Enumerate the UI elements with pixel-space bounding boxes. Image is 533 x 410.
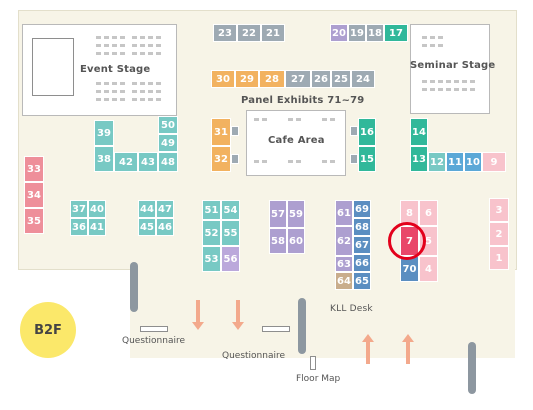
- booth-2[interactable]: 2: [489, 222, 509, 246]
- cafe-area-label: Cafe Area: [268, 135, 325, 146]
- booth-22[interactable]: 22: [237, 24, 261, 42]
- booth-38[interactable]: 38: [94, 146, 114, 172]
- booth-12[interactable]: 12: [428, 152, 446, 172]
- booth-18[interactable]: 18: [366, 24, 384, 42]
- questionnaire-label: Questionnaire: [122, 336, 186, 346]
- booth-31-side: [231, 126, 239, 136]
- event-stage-label: Event Stage: [80, 64, 151, 75]
- pillar: [130, 262, 138, 312]
- booth-14[interactable]: 14: [410, 118, 428, 146]
- booth-66[interactable]: 66: [353, 254, 371, 272]
- booth-64[interactable]: 64: [335, 272, 353, 290]
- booth-44[interactable]: 44: [138, 200, 156, 218]
- questionnaire-sign[interactable]: [262, 326, 290, 332]
- booth-46[interactable]: 46: [156, 218, 174, 236]
- seminar-stage-room[interactable]: [410, 24, 490, 114]
- lower-floor-area: [130, 268, 515, 358]
- booth-33[interactable]: 33: [24, 156, 44, 182]
- pillar: [298, 298, 306, 354]
- booth-50[interactable]: 50: [158, 116, 178, 134]
- booth-65[interactable]: 65: [353, 272, 371, 290]
- booth-26[interactable]: 26: [311, 70, 331, 88]
- booth-30[interactable]: 30: [211, 70, 235, 88]
- booth-1[interactable]: 1: [489, 246, 509, 270]
- booth-57[interactable]: 57: [269, 200, 287, 228]
- booth-40[interactable]: 40: [88, 200, 106, 218]
- booth-60[interactable]: 60: [287, 228, 305, 254]
- booth-21[interactable]: 21: [261, 24, 285, 42]
- booth-11[interactable]: 11: [446, 152, 464, 172]
- booth-63[interactable]: 63: [335, 256, 353, 272]
- kll-desk-label: KLL Desk: [330, 304, 373, 314]
- booth-36[interactable]: 36: [70, 218, 88, 236]
- booth-51[interactable]: 51: [202, 200, 221, 220]
- booth-32[interactable]: 32: [211, 146, 231, 172]
- booth-53[interactable]: 53: [202, 246, 221, 272]
- booth-68[interactable]: 68: [353, 218, 371, 236]
- booth-37[interactable]: 37: [70, 200, 88, 218]
- questionnaire-label: Questionnaire: [222, 351, 286, 361]
- floor-map-label: Floor Map: [296, 374, 341, 384]
- questionnaire-sign[interactable]: [140, 326, 168, 332]
- booth-25[interactable]: 25: [331, 70, 351, 88]
- booth-23[interactable]: 23: [213, 24, 237, 42]
- booth-15-side: [350, 154, 358, 164]
- booth-6[interactable]: 6: [419, 200, 438, 226]
- booth-20[interactable]: 20: [330, 24, 348, 42]
- booth-59[interactable]: 59: [287, 200, 305, 228]
- booth-48[interactable]: 48: [158, 152, 178, 172]
- booth-24[interactable]: 24: [351, 70, 375, 88]
- booth-19[interactable]: 19: [348, 24, 366, 42]
- booth-67[interactable]: 67: [353, 236, 371, 254]
- booth-69[interactable]: 69: [353, 200, 371, 218]
- booth-31[interactable]: 31: [211, 118, 231, 146]
- booth-47[interactable]: 47: [156, 200, 174, 218]
- floor-map-sign[interactable]: [310, 356, 316, 370]
- booth-61[interactable]: 61: [335, 200, 353, 226]
- highlight-circle: [388, 222, 426, 260]
- booth-55[interactable]: 55: [221, 220, 240, 246]
- booth-70[interactable]: 70: [400, 256, 419, 282]
- booth-54[interactable]: 54: [221, 200, 240, 220]
- booth-16[interactable]: 16: [358, 118, 376, 146]
- booth-58[interactable]: 58: [269, 228, 287, 254]
- booth-9[interactable]: 9: [482, 152, 506, 172]
- event-stage-platform: [32, 38, 74, 96]
- booth-45[interactable]: 45: [138, 218, 156, 236]
- booth-39[interactable]: 39: [94, 120, 114, 146]
- booth-41[interactable]: 41: [88, 218, 106, 236]
- booth-43[interactable]: 43: [138, 152, 158, 172]
- booth-10[interactable]: 10: [464, 152, 482, 172]
- booth-62[interactable]: 62: [335, 226, 353, 256]
- booth-29[interactable]: 29: [235, 70, 259, 88]
- floor-badge: B2F: [20, 302, 76, 358]
- booth-16-side: [350, 126, 358, 136]
- booth-34[interactable]: 34: [24, 182, 44, 208]
- booth-15[interactable]: 15: [358, 146, 376, 172]
- booth-35[interactable]: 35: [24, 208, 44, 234]
- booth-49[interactable]: 49: [158, 134, 178, 152]
- seminar-stage-label: Seminar Stage: [410, 60, 496, 71]
- booth-52[interactable]: 52: [202, 220, 221, 246]
- booth-13[interactable]: 13: [410, 146, 428, 172]
- booth-3[interactable]: 3: [489, 198, 509, 222]
- booth-27[interactable]: 27: [285, 70, 311, 88]
- booth-42[interactable]: 42: [114, 152, 138, 172]
- booth-4[interactable]: 4: [419, 256, 438, 282]
- pillar: [468, 342, 476, 394]
- booth-28[interactable]: 28: [259, 70, 285, 88]
- booth-32-side: [231, 154, 239, 164]
- booth-17[interactable]: 17: [384, 24, 408, 42]
- cafe-area-room[interactable]: [246, 110, 346, 176]
- panel-exhibits-label: Panel Exhibits 71~79: [241, 95, 365, 106]
- booth-56[interactable]: 56: [221, 246, 240, 272]
